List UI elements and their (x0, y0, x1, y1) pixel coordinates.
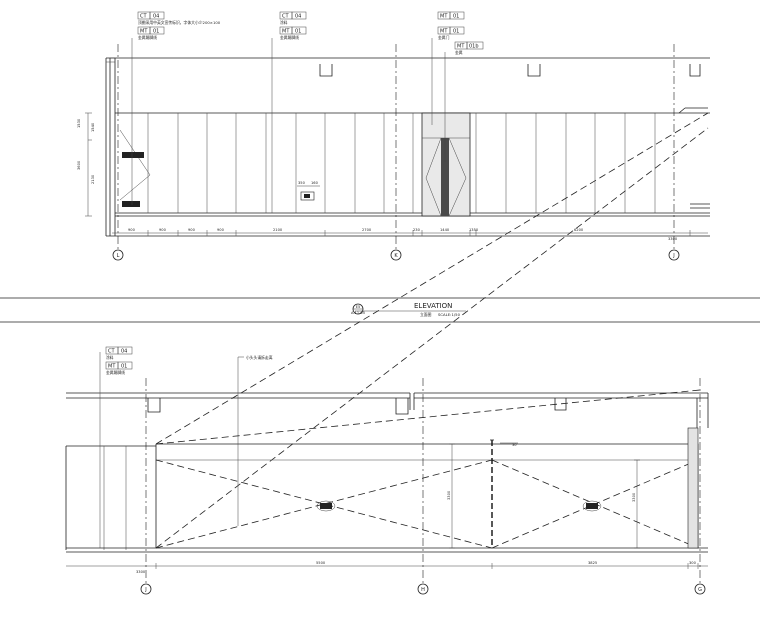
svg-text:H: H (421, 587, 425, 593)
dim-vertical-3: 2130 (91, 174, 95, 184)
upper-elevation: 1530 3600 2130 1540 900 900 900 900 2100… (77, 11, 710, 261)
dim-bottom-4: 900 (217, 228, 225, 232)
lower-dim-vertical-2: 3300 (632, 492, 636, 502)
tag-upper-5: MT 01 (437, 11, 465, 20)
svg-text:J: J (672, 253, 674, 259)
svg-text:MT: MT (440, 14, 448, 20)
svg-text:MT: MT (108, 364, 116, 370)
svg-text:CT: CT (140, 14, 147, 20)
dim-bottom-3: 900 (188, 228, 196, 232)
title-elevation: ELEVATION (414, 302, 452, 310)
dim-bottom-8: 1440 (440, 228, 450, 232)
svg-text:MT: MT (140, 29, 148, 35)
title-scale: SCALE:1/50 (438, 312, 461, 317)
dim-bottom-9: 1350 (469, 228, 479, 232)
signage-symbol-1 (316, 500, 336, 512)
grid-bubble-H: H (417, 583, 429, 595)
grid-bubble-J: J (668, 249, 680, 261)
svg-text:04: 04 (295, 14, 301, 20)
tag-upper-7: MT 01b 金属 (454, 41, 484, 55)
grid-bubble-K: K (390, 249, 402, 261)
tag-upper-2: MT 01 金属踢脚线 (137, 26, 165, 40)
svg-text:金属: 金属 (455, 50, 463, 55)
svg-text:K: K (394, 253, 398, 259)
title-ref-top: E5 (356, 305, 361, 309)
svg-text:01: 01 (453, 29, 459, 35)
lower-dim-bottom-2: 5500 (316, 561, 326, 565)
svg-text:金属踢脚线: 金属踢脚线 (106, 370, 125, 375)
dim-small-1: 350 (298, 181, 306, 185)
dim-bottom-10: 6200 (574, 228, 584, 232)
svg-text:MT: MT (457, 44, 465, 50)
svg-text:金属踢脚线: 金属踢脚线 (138, 35, 157, 40)
svg-text:金属门: 金属门 (438, 35, 450, 40)
svg-text:顶棚采用中英文宣传标识，字体大小少200×100: 顶棚采用中英文宣传标识，字体大小少200×100 (138, 20, 221, 25)
dim-vertical-2: 3600 (77, 160, 81, 170)
svg-text:金属踢脚线: 金属踢脚线 (280, 35, 299, 40)
svg-text:04: 04 (153, 14, 159, 20)
lower-dim-bottom-4: 300 (689, 561, 697, 565)
title-block: E5 A.11-05 ELEVATION 立面图 SCALE:1/50 (0, 297, 760, 323)
grid-bubble-G: G (694, 583, 706, 595)
dim-vertical-1: 1530 (77, 118, 81, 128)
tag-lower-2: MT 01 金属踢脚线 (105, 361, 133, 375)
svg-text:01b: 01b (469, 44, 479, 50)
grid-bubble-L: L (112, 249, 124, 261)
dim-vertical-4: 1540 (91, 122, 95, 132)
svg-text:L: L (117, 253, 120, 259)
svg-text:01: 01 (121, 364, 127, 370)
svg-text:04: 04 (121, 349, 127, 355)
dim-small-2: 160 (311, 181, 319, 185)
lower-dim-bottom-3: 3825 (588, 561, 597, 565)
title-ref-bottom: A.11-05 (351, 311, 365, 315)
lower-callout: 小头头请拆走离 (246, 355, 273, 360)
svg-text:01: 01 (153, 29, 159, 35)
tag-upper-3: CT 04 涂料 (279, 11, 307, 25)
svg-text:MT: MT (440, 29, 448, 35)
svg-text:CT: CT (282, 14, 289, 20)
lower-dim-bottom-1: 3300 (136, 570, 146, 574)
svg-text:J: J (144, 587, 146, 593)
tag-upper-6: MT 01 金属门 (437, 26, 465, 40)
svg-text:涂料: 涂料 (280, 20, 288, 25)
grid-bubble-J-lower: J (140, 583, 152, 595)
lower-elevation: 3300 3300 30 小头头请拆走离 CT 04 涂料 MT 01 金属 (65, 346, 709, 595)
lower-small-dim: 30 (512, 443, 517, 447)
tag-upper-1: CT 04 顶棚采用中英文宣传标识，字体大小少200×100 (137, 11, 221, 25)
tag-upper-4: MT 01 金属踢脚线 (279, 26, 307, 40)
lower-dim-vertical-1: 3300 (447, 490, 451, 500)
dim-bottom-11: 3300 (668, 237, 678, 241)
dim-bottom-1: 900 (128, 228, 136, 232)
svg-text:01: 01 (453, 14, 459, 20)
tag-lower-1: CT 04 涂料 (99, 346, 133, 548)
dim-bottom-5: 2100 (273, 228, 283, 232)
dim-bottom-7: 230 (413, 228, 421, 232)
svg-text:01: 01 (295, 29, 301, 35)
svg-text:G: G (698, 587, 702, 593)
svg-text:CT: CT (108, 349, 115, 355)
dim-bottom-2: 900 (159, 228, 167, 232)
dim-bottom-6: 2700 (362, 228, 372, 232)
svg-text:MT: MT (282, 29, 290, 35)
svg-text:涂料: 涂料 (106, 355, 114, 360)
title-subtitle: 立面图 (420, 312, 432, 317)
signage-symbol-2 (582, 500, 602, 512)
